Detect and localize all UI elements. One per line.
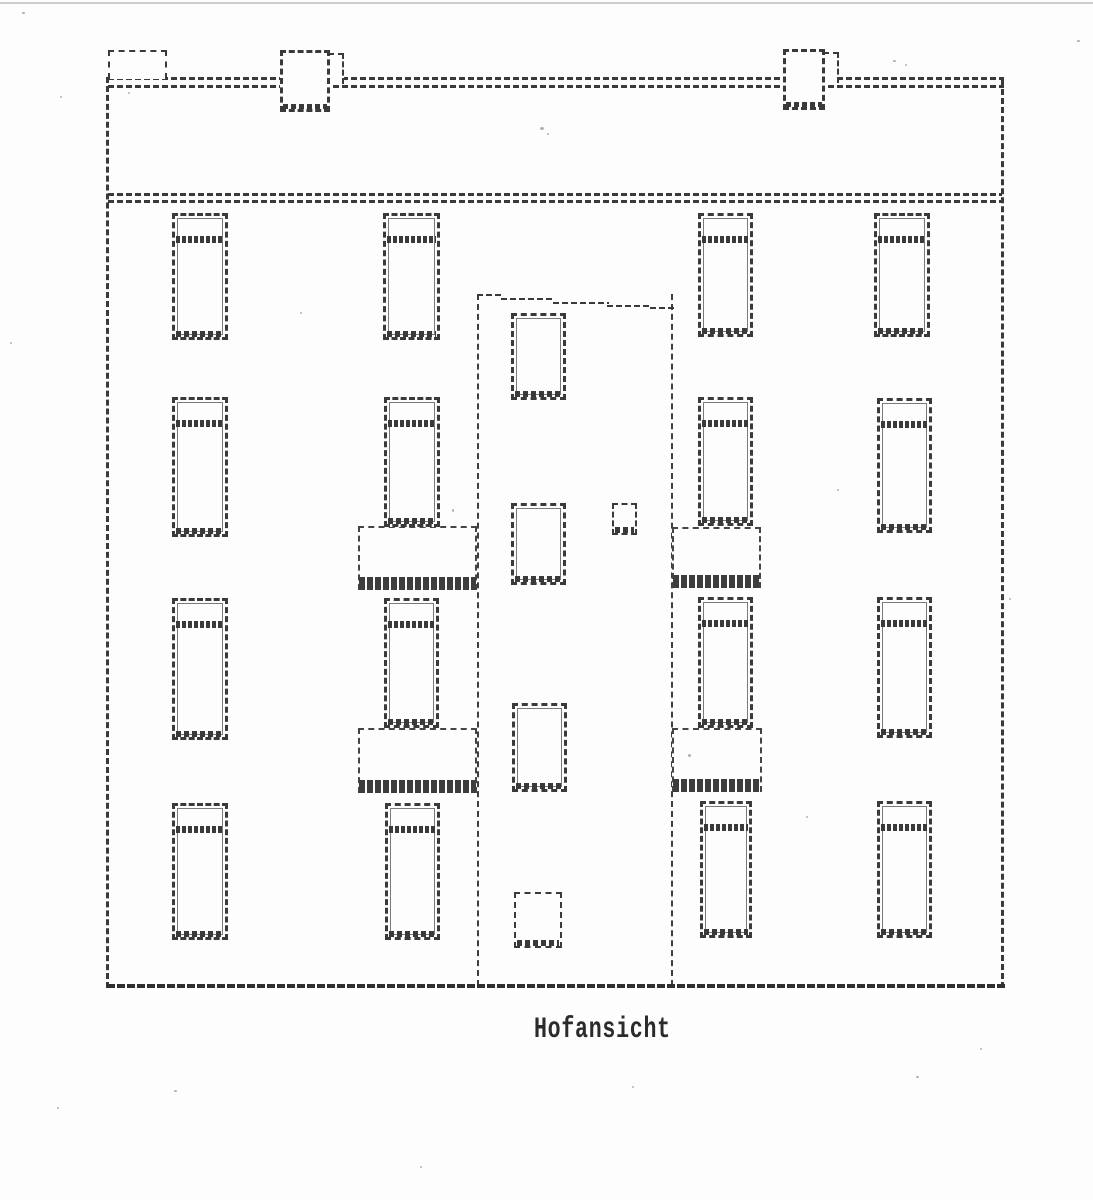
window-transom [881,824,928,831]
paper-speck [452,509,454,512]
paper-speck [916,1076,919,1078]
roof-line-lower [108,85,1004,88]
window-transom [702,620,749,627]
facade-window-r4c4 [877,801,932,938]
stairwell-window-3 [512,703,567,792]
facade-window-r2c4 [877,398,932,533]
facade-window-r3c4 [877,597,932,738]
stairwell-small-window [612,503,637,535]
window-transom [702,236,749,243]
facade-window-r1c1 [172,213,228,340]
facade-window-r4c3 [700,801,752,938]
stairwell-window-2 [511,503,566,585]
scan-edge-line [0,2,1093,4]
stairwell-window-4 [514,892,562,948]
ground-line [107,984,1006,988]
window-transom [176,621,224,628]
window-transom [878,236,926,243]
window-transom [388,621,435,628]
paper-speck [420,1166,422,1168]
balcony-right-lower [672,728,762,792]
roof-line-upper [108,77,1004,80]
cornice-line-upper [108,193,1002,196]
facade-window-r4c2 [385,803,440,940]
facade-window-r1c4 [874,213,930,337]
building-right-edge [1001,80,1004,988]
facade-window-r1c2 [383,213,440,340]
chimney-left [280,50,330,112]
paper-speck [22,12,25,14]
chimney-right-step [823,52,839,83]
balcony-right-upper [672,527,761,588]
stairwell-top-step-5 [650,307,674,309]
stairwell-top-step-1 [477,294,503,296]
window-transom [389,826,436,833]
facade-window-r3c2 [384,598,439,728]
paper-speck [837,489,839,491]
facade-window-r4c1 [172,803,228,940]
paper-speck [300,312,302,314]
facade-window-r2c3 [698,397,753,526]
facade-window-r3c3 [698,597,753,728]
chimney-right [783,49,825,110]
window-transom [704,824,748,831]
facade-window-r3c1 [172,598,228,740]
stairwell-bay [477,294,673,986]
window-transom [881,421,928,428]
paper-speck [57,1107,59,1109]
stairwell-top-step-2 [501,298,555,300]
paper-speck [688,754,691,757]
drawing-caption: Hofansicht [534,1013,671,1047]
window-transom [176,826,224,833]
paper-speck [980,1048,982,1050]
cornice-line-lower [108,200,1002,203]
chimney-left-step [328,53,344,84]
window-transom [881,620,928,627]
facade-window-r1c3 [698,213,753,337]
paper-speck [174,1090,177,1092]
roof-parapet [108,50,167,79]
facade-window-r2c2 [384,397,440,527]
paper-speck [632,1086,634,1088]
paper-speck [893,60,896,62]
paper-speck [10,342,12,344]
paper-speck [905,64,907,66]
paper-speck [60,96,62,98]
paper-speck [540,127,544,130]
paper-speck [128,92,130,94]
window-transom [176,420,224,427]
stairwell-window-1 [511,313,566,400]
stairwell-top-step-3 [553,302,609,304]
window-transom [176,236,224,243]
balcony-left-lower [358,728,477,793]
window-transom [702,420,749,427]
stairwell-top-step-4 [607,305,652,307]
paper-speck [547,133,549,135]
balcony-left-upper [358,526,477,590]
paper-speck [1009,598,1011,600]
paper-speck [1077,40,1080,42]
building-left-edge [106,77,109,988]
window-transom [387,236,436,243]
paper-speck [806,816,808,818]
facade-window-r2c1 [172,397,228,537]
window-transom [388,420,436,427]
